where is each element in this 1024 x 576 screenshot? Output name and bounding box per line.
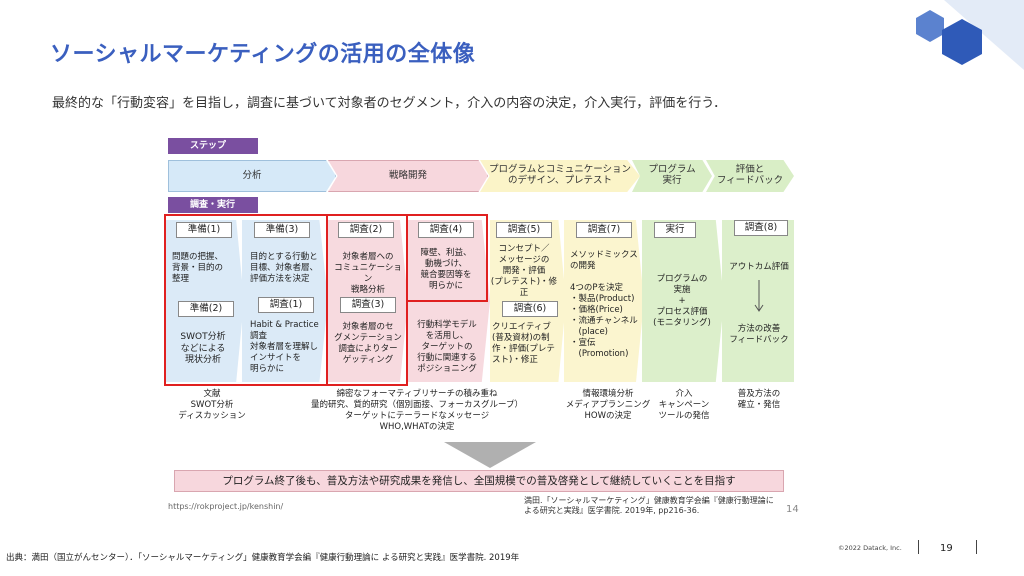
tag-survey-6: 調査(6): [502, 301, 558, 317]
footer-divider-left: [918, 540, 919, 554]
down-arrow-large-icon: [444, 442, 536, 468]
tag-survey-7: 調査(7): [576, 222, 632, 238]
below-evaluation: 普及方法の 確立・発信: [737, 389, 781, 411]
page-subtitle: 最終的な「行動変容」を目指し，調査に基づいて対象者のセグメント，介入の内容の決定…: [52, 96, 727, 111]
step-tag: ステップ: [168, 138, 258, 154]
below-analysis: 文献 SWOT分析 ディスカッション: [178, 389, 246, 422]
phase-design: プログラムとコミュニケーション のデザイン、プレテスト: [480, 160, 640, 192]
text-survey-6: クリエイティブ (普及資材)の制 作・評価(プレテ スト)・修正: [492, 322, 555, 366]
tag-prep-3: 準備(3): [254, 222, 310, 238]
below-execution: 介入 キャンペーン ツールの発信: [658, 389, 710, 422]
source-url[interactable]: https://rokproject.jp/kenshin/: [168, 502, 284, 511]
tag-survey-8: 調査(8): [734, 220, 788, 236]
tag-survey-1: 調査(1): [258, 297, 314, 313]
text-survey-8-lower: 方法の改善 フィードバック: [729, 324, 789, 346]
column-survey-7: [564, 220, 644, 382]
text-survey-2: 対象者層への コミュニケーション 戦略分析: [334, 252, 402, 296]
hexagon-decoration: [916, 0, 1024, 70]
below-design: 情報環境分析 メディアプランニング HOWの決定: [565, 389, 651, 422]
goal-banner: プログラム終了後も、普及方法や研究成果を発信し、全国規模での普及啓発として継続し…: [174, 470, 784, 492]
down-arrow-icon: [754, 280, 764, 312]
text-survey-5: コンセプト／ メッセージの 開発・評価 (プレテスト)・修正: [490, 244, 558, 299]
source-citation: 出典：満田（国立がんセンター）．「ソーシャルマーケティング」健康教育学会編『健康…: [6, 553, 520, 563]
phase-evaluation: 評価と フィードバック: [706, 160, 794, 192]
tag-survey-4: 調査(4): [418, 222, 474, 238]
text-survey-4-lower: 行動科学モデル を活用し、 ターゲットの 行動に関連する ポジショニング: [417, 320, 477, 375]
copyright: ©2022 Datack, Inc.: [838, 544, 902, 552]
tag-survey-3: 調査(3): [340, 297, 396, 313]
survey-tag: 調査・実行: [168, 197, 258, 213]
phase-analysis: 分析: [168, 160, 336, 192]
text-prep-2: SWOT分析 などによる 現状分析: [180, 332, 226, 366]
social-marketing-diagram: ステップ 分析 戦略開発 プログラムとコミュニケーション のデザイン、プレテスト…: [162, 134, 802, 524]
highlight-survey-2-3: [326, 214, 408, 386]
column-survey-8: [722, 220, 794, 382]
inner-page-number: 14: [786, 504, 799, 515]
phase-execution: プログラム 実行: [632, 160, 712, 192]
tag-survey-2: 調査(2): [338, 222, 394, 238]
below-strategy: 綿密なフォーマティブリサーチの積み重ね 量的研究、質的研究（個別面接、フォーカス…: [311, 389, 523, 433]
text-survey-8-upper: アウトカム評価: [729, 262, 789, 272]
page-title: ソーシャルマーケティングの活用の全体像: [50, 42, 476, 67]
tag-prep-2: 準備(2): [178, 301, 234, 317]
text-survey-7: メソッドミックス の開発 4つのPを決定 ・製品(Product) ・価格(Pr…: [570, 250, 638, 360]
column-execution: [642, 220, 724, 382]
text-prep-1: 問題の把握、 背景・目的の 整理: [172, 252, 224, 285]
tag-survey-5: 調査(5): [496, 222, 552, 238]
highlight-analysis: [164, 214, 328, 386]
footer-divider-right: [976, 540, 977, 554]
highlight-survey-4: [406, 214, 488, 302]
tag-prep-1: 準備(1): [176, 222, 232, 238]
text-execution: プログラムの 実施 + プロセス評価 (モニタリング): [653, 274, 711, 329]
tag-execution: 実行: [654, 222, 696, 238]
text-prep-3: 目的とする行動と 目標、対象者層、 評価方法を決定: [250, 252, 319, 285]
page-number: 19: [940, 543, 953, 554]
text-survey-1: Habit & Practice 調査 対象者層を理解し インサイトを 明らかに: [250, 320, 319, 375]
phase-strategy: 戦略開発: [328, 160, 488, 192]
text-survey-3: 対象者層のセ グメンテーション 調査によりター ゲッティング: [334, 322, 402, 366]
text-survey-4: 障壁、利益、 動機づけ、 競合要因等を 明らかに: [420, 248, 472, 292]
diagram-reference: 満田.「ソーシャルマーケティング」健康教育学会編『健康行動理論に よる研究と実践…: [524, 496, 774, 516]
